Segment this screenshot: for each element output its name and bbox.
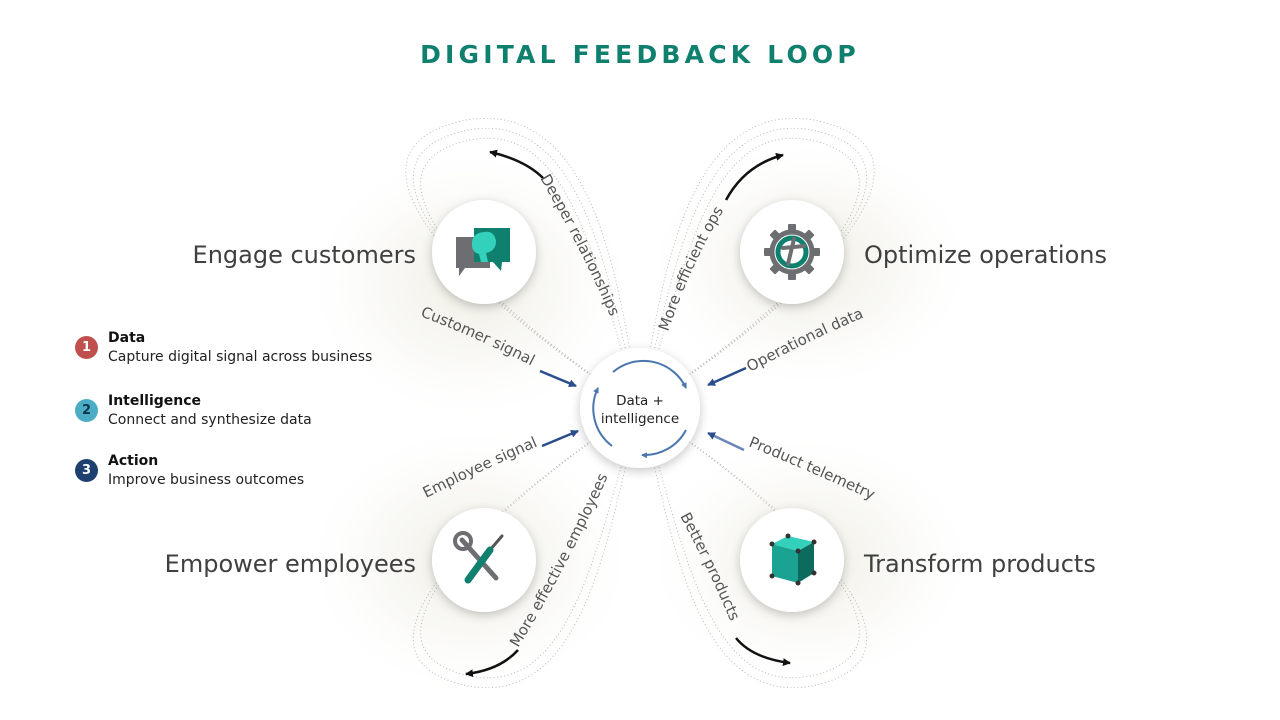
arrow-operational-data [707,366,747,387]
arrow-product-telemetry [707,431,745,452]
label-optimize-operations: Optimize operations [864,241,1107,269]
legend-title: Intelligence [108,393,202,409]
arrow-deeper-relationships [489,149,544,179]
loop-arrows [465,149,791,678]
arrow-employee-signal [541,429,579,448]
legend-description: Capture digital signal across business [108,349,373,365]
label-engage-customers: Engage customers [192,241,416,269]
wrench-screwdriver-icon [453,531,504,584]
icon-circle-empower [432,508,536,612]
legend-badge: 1 [75,336,98,359]
arrow-more-efficient-ops [724,152,784,201]
center-label-line1: Data + [616,393,664,409]
center-label-line2: intelligence [601,411,679,427]
legend-badge: 2 [75,399,98,422]
legend-title: Data [108,330,146,346]
icon-circle-engage [432,200,536,304]
chat-bubbles-icon [456,228,510,276]
icon-circle-optimize [740,200,844,304]
dotted-loops [405,117,875,689]
signal-arrows [539,366,747,452]
icon-circle-transform [740,508,844,612]
arrow-more-effective-employees [465,649,519,678]
arrow-customer-signal [539,369,577,388]
gear-icon [764,224,820,280]
legend-description: Improve business outcomes [108,472,305,488]
label-empower-employees: Empower employees [164,550,416,578]
legend-title: Action [108,453,159,469]
center-node: Data + intelligence [580,348,700,468]
label-transform-products: Transform products [864,550,1096,578]
arrow-better-products [735,637,791,667]
page-title: DIGITAL FEEDBACK LOOP [420,40,860,69]
cube-icon [769,533,817,586]
legend-description: Connect and synthesize data [108,412,312,428]
legend-badge: 3 [75,459,98,482]
